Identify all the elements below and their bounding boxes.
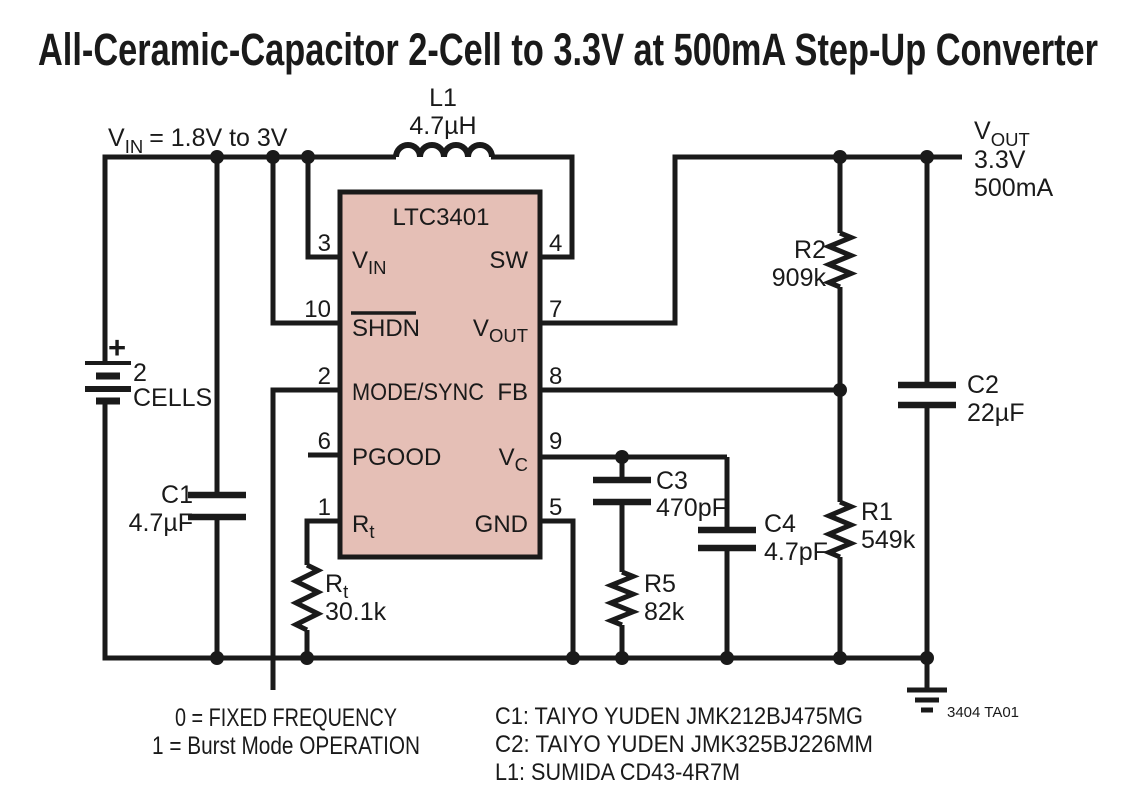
junction-dot <box>833 383 847 397</box>
r1-ref-label: R1 <box>861 498 893 526</box>
wire-input-rail <box>102 154 396 361</box>
c1-ref-label: C1 <box>161 481 193 509</box>
rt-ref-label: Rt <box>325 570 348 602</box>
bom-note-l1: L1: SUMIDA CD43-4R7M <box>495 759 740 786</box>
ic-pin-numbers: 3 10 2 6 1 4 7 8 9 5 <box>304 230 562 521</box>
r1-value-label: 549k <box>861 526 916 554</box>
inductor-value-label: 4.7µH <box>409 112 476 140</box>
battery-symbol <box>85 361 131 405</box>
c3-ref-label: C3 <box>656 467 688 495</box>
battery-qty-label: 2 <box>133 359 147 387</box>
junction-dot <box>210 651 224 665</box>
r5-value-label: 82k <box>644 598 685 626</box>
ic-pin-label-fb: FB <box>497 379 528 406</box>
pin-number-10: 10 <box>304 296 331 323</box>
wire-gnd-pin <box>540 518 576 658</box>
c2-ref-label: C2 <box>967 371 999 399</box>
input-rail-label: VIN= 1.8V to 3V <box>108 124 288 157</box>
resistor-r2-symbol <box>822 230 858 290</box>
capacitor-c4-symbol <box>698 526 756 552</box>
junction-dot <box>210 150 224 164</box>
junction-dot <box>615 450 629 464</box>
inductor-ref-label: L1 <box>429 84 457 112</box>
c4-value-label: 4.7pF <box>764 538 828 566</box>
c1-value-label: 4.7µF <box>129 509 193 537</box>
ic-pin-label-pgood: PGOOD <box>352 444 441 471</box>
wire-vin-pin <box>305 157 340 260</box>
ic-pin-label-shdn: SHDN <box>352 315 420 342</box>
ground-symbol <box>907 687 947 713</box>
pin-number-9: 9 <box>549 428 562 455</box>
wire-sw <box>491 154 575 260</box>
resistor-r1-symbol <box>822 499 858 560</box>
resistor-r5-symbol <box>604 569 640 628</box>
output-voltage-label: 3.3V <box>974 146 1026 174</box>
battery-cells-label: CELLS <box>133 384 212 412</box>
ic-pin-label-vin: VIN <box>352 247 387 278</box>
pin-number-1: 1 <box>318 494 331 521</box>
junction-dots <box>210 150 934 665</box>
rt-value-label: 30.1k <box>325 598 387 626</box>
r2-value-label: 909k <box>772 264 827 292</box>
wire-rt-pin <box>304 518 340 565</box>
ic-name: LTC3401 <box>393 204 490 231</box>
bom-note-c2: C2: TAIYO YUDEN JMK325BJ226MM <box>495 731 873 758</box>
ic-body <box>337 189 543 560</box>
ic-pin-label-sw: SW <box>489 247 528 274</box>
junction-dot <box>833 651 847 665</box>
mode-note-line2: 1 = Burst Mode OPERATION <box>152 732 420 760</box>
c4-ref-label: C4 <box>764 510 796 538</box>
c3-value-label: 470pF <box>656 494 727 522</box>
mode-note-line1: 0 = FIXED FREQUENCY <box>175 704 397 732</box>
junction-dot <box>301 150 315 164</box>
junction-dot <box>920 150 934 164</box>
ic-pin-label-gnd: GND <box>475 511 528 538</box>
bom-note-c1: C1: TAIYO YUDEN JMK212BJ475MG <box>495 703 863 730</box>
wires <box>102 154 962 690</box>
output-current-label: 500mA <box>974 174 1054 202</box>
junction-dot <box>920 651 934 665</box>
pin-number-3: 3 <box>318 230 331 257</box>
schematic-title: All-Ceramic-Capacitor 2-Cell to 3.3V at … <box>38 24 1098 75</box>
pin-number-4: 4 <box>549 230 562 257</box>
capacitor-c3-symbol <box>593 476 651 506</box>
inductor-l1-symbol <box>393 142 495 158</box>
resistor-rt-symbol <box>290 562 324 633</box>
junction-dot <box>300 651 314 665</box>
wire-ground-rail <box>102 403 927 661</box>
wire-vout-rail <box>540 154 962 326</box>
ic-pin-label-mode-sync: MODE/SYNC <box>352 379 484 406</box>
capacitor-c2-symbol <box>898 381 956 409</box>
pin-number-7: 7 <box>549 296 562 323</box>
junction-dot <box>566 651 580 665</box>
battery-plus-sign: + <box>108 330 126 365</box>
junction-dot <box>833 150 847 164</box>
junction-dot <box>615 651 629 665</box>
pin-number-6: 6 <box>318 428 331 455</box>
c2-value-label: 22µF <box>967 399 1024 427</box>
ic-pin-label-vout: VOUT <box>473 315 528 346</box>
r5-ref-label: R5 <box>644 570 676 598</box>
figure-reference: 3404 TA01 <box>947 704 1019 721</box>
pin-number-5: 5 <box>549 494 562 521</box>
output-rail-label: VOUT <box>974 117 1030 150</box>
junction-dot <box>266 150 280 164</box>
wire-shdn <box>270 157 340 326</box>
ic-pin-label-vc: VC <box>499 444 528 475</box>
r2-ref-label: R2 <box>794 236 826 264</box>
pin-number-2: 2 <box>318 363 331 390</box>
capacitor-c1-symbol <box>188 491 246 521</box>
junction-dot <box>720 651 734 665</box>
wire-mode-sync <box>270 387 340 690</box>
pin-number-8: 8 <box>549 363 562 390</box>
ic-pin-label-rt: Rt <box>352 511 374 542</box>
